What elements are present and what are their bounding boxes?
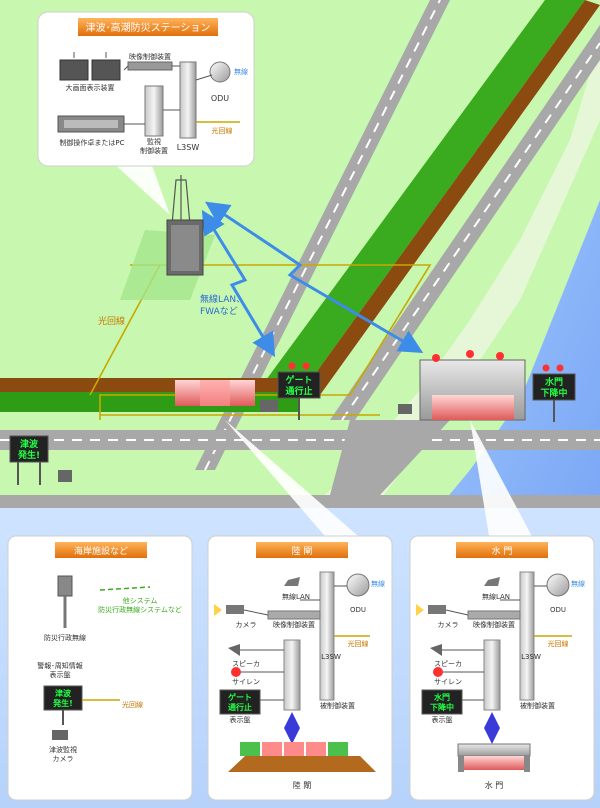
monitor-control-label-line1: 監視 (147, 137, 161, 146)
land-gate-video-control-label: 映像制御装置 (273, 620, 315, 629)
map-fiber-label: 光回線 (98, 315, 125, 327)
coastal-sign-line1: 津波 (55, 688, 72, 698)
land-gate-speaker-label: スピーカ (232, 660, 260, 668)
sluice-gate-display-label: 表示盤 (432, 715, 453, 724)
land-gate-panel: 陸 閘 無線LAN L3SW ODU 無線 カメラ 映像制御装置 光回線 スピー… (207, 535, 393, 801)
coastal-radio-label: 防災行政無線 (44, 633, 86, 642)
land-gate-facility-label: 陸 閘 (293, 780, 312, 790)
sluice-gate-facility-label: 水 門 (485, 780, 504, 790)
map-tsunami-sign: 津波 発生! (9, 435, 72, 485)
map-land-gate (175, 380, 278, 412)
land-gate-camera-label: カメラ (236, 621, 257, 629)
station-antenna-tower (166, 175, 204, 276)
land-gate-sign-line1: ゲート (228, 692, 252, 702)
station-title: 津波･高潮防災ステーション (86, 21, 211, 34)
land-gate-wireless-lan-label: 無線LAN (282, 592, 310, 601)
land-gate-pointer (225, 420, 365, 542)
land-gate-wireless-label: 無線 (371, 579, 385, 588)
land-gate-odu-label: ODU (350, 606, 366, 614)
station-video-control-label: 映像制御装置 (129, 52, 171, 61)
map-sluice-gate (398, 350, 526, 421)
sluice-gate-pointer (470, 420, 535, 542)
map-sluice-sign: 水門 下降中 (532, 364, 576, 422)
land-gate-siren-label: サイレン (232, 678, 260, 686)
sluice-gate-wireless-lan-label: 無線LAN (482, 592, 510, 601)
map-sluice-sign-line2: 下降中 (540, 387, 567, 399)
sluice-gate-siren-label: サイレン (434, 678, 462, 686)
map-tsunami-sign-line1: 津波 (20, 438, 39, 450)
sluice-gate-title: 水 門 (492, 545, 513, 557)
map-sluice-sign-line1: 水門 (545, 376, 563, 388)
coastal-warning-line1: 警報･周知情報 (37, 661, 83, 670)
sluice-gate-odu-label: ODU (550, 606, 566, 614)
sluice-gate-camera-label: カメラ (438, 621, 459, 629)
coastal-camera-line1: 津波監視 (49, 745, 77, 754)
sluice-gate-fiber-label: 光回線 (548, 639, 569, 648)
sluice-gate-sign-line1: 水門 (433, 692, 450, 702)
station-odu-label: ODU (211, 94, 229, 103)
map-gate-sign-line1: ゲート (285, 374, 312, 386)
monitor-control-label-line2: 制御装置 (140, 146, 168, 155)
map-gate-sign-line2: 通行止 (285, 385, 312, 397)
land-gate-title: 陸 閘 (292, 545, 313, 557)
wireless-links (201, 201, 424, 358)
land-gate-l3sw-label: L3SW (321, 653, 341, 661)
station-wireless-label: 無線 (234, 67, 248, 76)
map-tsunami-sign-line2: 発生! (17, 449, 40, 461)
sluice-gate-speaker-label: スピーカ (434, 660, 462, 668)
sluice-gate-controlled-label: 被制御装置 (520, 701, 555, 710)
coastal-fiber-label: 光回線 (122, 700, 143, 709)
station-callout: 津波･高潮防災ステーション 大画面表示装置 制御操作卓またはPC 映像制御装置 … (37, 11, 255, 215)
land-gate-controlled-label: 被制御装置 (320, 701, 355, 710)
coastal-title: 海岸施設など (74, 545, 128, 557)
coastal-warning-line2: 表示盤 (50, 670, 71, 679)
map-wireless-label-line2: FWAなど (200, 306, 238, 317)
coastal-panel: 海岸施設など 防災行政無線 他システム 防災行政無線システムなど 警報･周知情報… (7, 535, 193, 801)
large-display-label: 大画面表示装置 (66, 83, 115, 92)
land-gate-fiber-label: 光回線 (348, 639, 369, 648)
map-wireless-label-line1: 無線LAN、 (200, 293, 245, 305)
sluice-gate-sign-line2: 下降中 (430, 702, 454, 712)
coastal-other-system-line1: 他システム (123, 596, 158, 605)
sluice-gate-panel: 水 門 無線LAN L3SW ODU 無線 カメラ 映像制御装置 光回線 スピー… (409, 535, 595, 801)
sluice-gate-video-control-label: 映像制御装置 (473, 620, 515, 629)
sluice-gate-wireless-label: 無線 (571, 579, 585, 588)
coastal-camera-line2: カメラ (53, 755, 74, 763)
station-l3sw-label: L3SW (177, 143, 200, 152)
operation-desk-label: 制御操作卓またはPC (59, 138, 124, 147)
land-gate-display-label: 表示盤 (230, 715, 251, 724)
map-gate-sign: ゲート 通行止 (277, 362, 321, 420)
coastal-other-system-line2: 防災行政無線システムなど (98, 605, 182, 614)
coastal-sign-line2: 発生! (52, 698, 73, 708)
station-fiber-label: 光回線 (212, 126, 233, 135)
land-gate-sign-line2: 通行止 (228, 702, 252, 712)
sluice-gate-l3sw-label: L3SW (521, 653, 541, 661)
